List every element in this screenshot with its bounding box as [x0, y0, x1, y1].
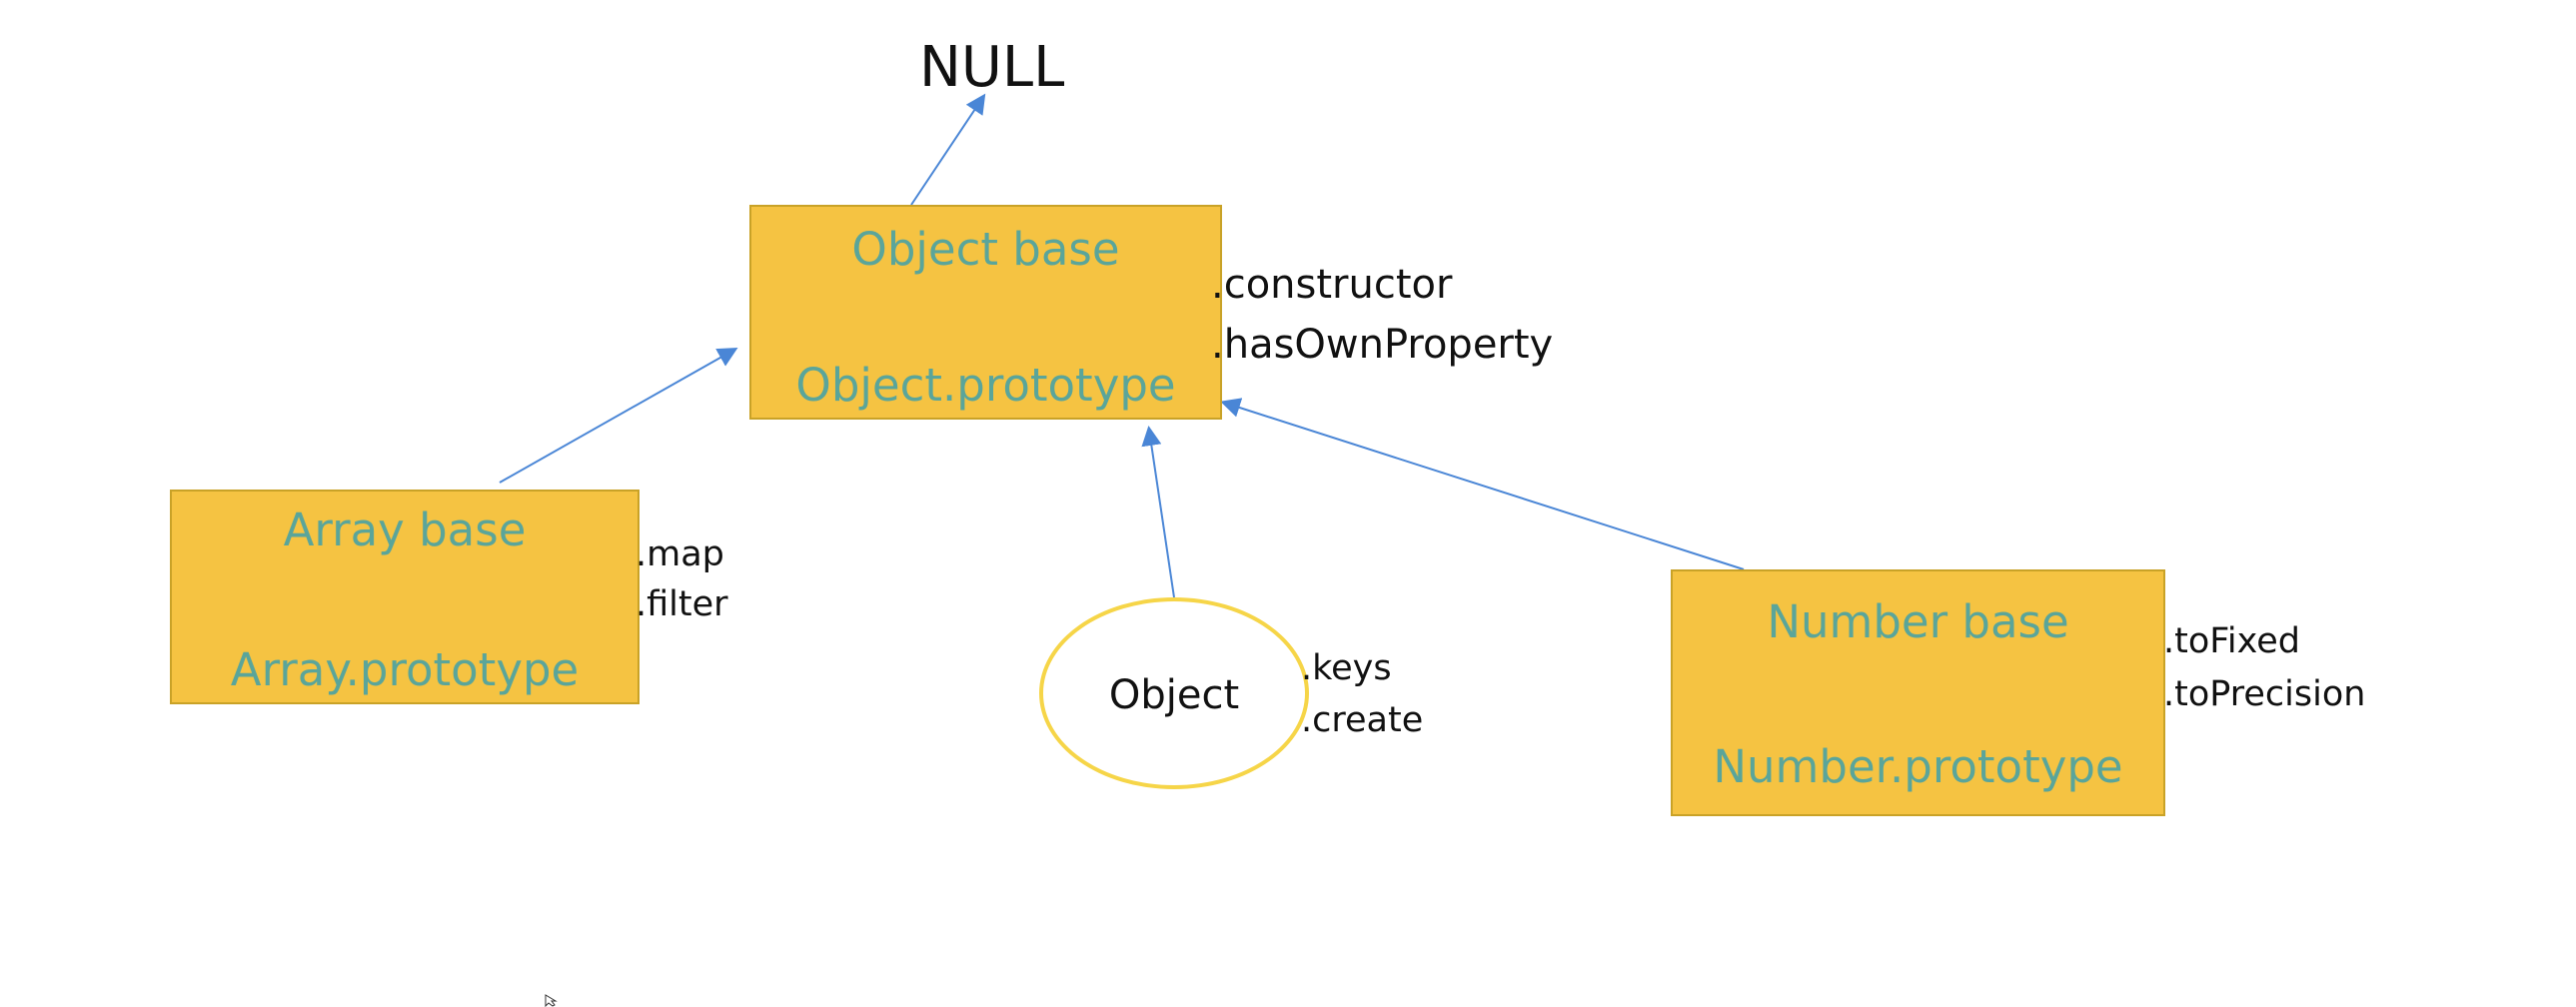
number-base-prop: .toFixed: [2163, 621, 2300, 661]
array-base-prototype: Array.prototype: [230, 643, 580, 696]
array-base-box: Array base Array.prototype: [170, 490, 640, 704]
number-base-prototype: Number.prototype: [1713, 740, 2123, 793]
object-base-prototype: Object.prototype: [795, 359, 1176, 412]
array-base-prop: .map: [636, 534, 724, 574]
array-base-prop: .filter: [636, 584, 728, 624]
arrow-objectfn-to-object: [1141, 426, 1175, 598]
object-constructor-ellipse: Object: [1039, 597, 1309, 789]
object-constructor-prop: .create: [1301, 700, 1424, 740]
array-base-title: Array base: [283, 504, 527, 556]
arrow-array-to-object: [499, 348, 738, 484]
object-constructor-prop: .keys: [1301, 648, 1392, 688]
mouse-cursor-icon: [545, 994, 558, 1007]
object-base-prop: .constructor: [1211, 262, 1453, 308]
number-base-box: Number base Number.prototype: [1671, 569, 2165, 816]
null-label: NULL: [919, 35, 1065, 100]
arrow-number-to-object: [1220, 398, 1745, 570]
object-base-box: Object base Object.prototype: [749, 205, 1222, 420]
number-base-prop: .toPrecision: [2163, 674, 2366, 714]
object-base-title: Object base: [851, 223, 1120, 276]
arrow-object-to-null: [910, 93, 986, 206]
number-base-title: Number base: [1767, 595, 2069, 648]
object-constructor-label: Object: [1108, 672, 1240, 718]
object-base-prop: .hasOwnProperty: [1211, 322, 1554, 368]
